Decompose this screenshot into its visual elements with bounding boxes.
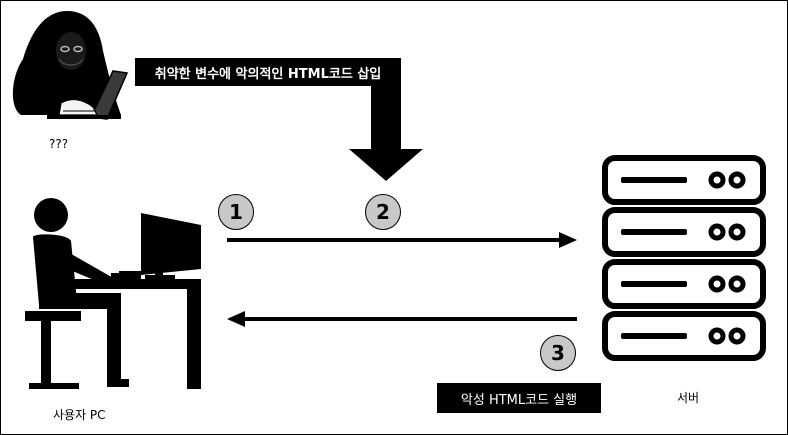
injection-arrow: [349, 85, 423, 181]
request-arrow: [227, 232, 577, 248]
injection-step-banner: 취약한 변수에 악의적인 HTML코드 삽입: [135, 58, 401, 86]
response-arrow: [227, 311, 577, 327]
step-3-badge: 3: [540, 335, 576, 371]
user-at-computer-icon: [25, 198, 201, 389]
step-1-badge: 1: [218, 194, 254, 230]
user-pc-label: 사용자 PC: [53, 408, 106, 422]
execution-step-banner: 악성 HTML코드 실행: [437, 383, 601, 413]
step-2-badge: 2: [365, 194, 401, 230]
server-rack-icon: [602, 155, 766, 361]
attacker-label: ???: [49, 137, 69, 151]
hacker-icon: [12, 11, 129, 120]
server-label: 서버: [677, 391, 700, 405]
